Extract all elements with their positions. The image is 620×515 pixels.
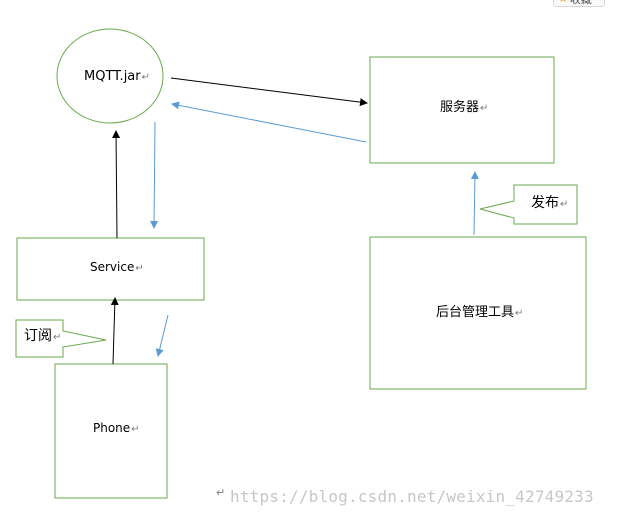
mqtt-label-text: MQTT.jar (84, 69, 141, 84)
server-label-text: 服务器 (440, 100, 480, 115)
service-label: Service↵ (90, 261, 144, 274)
star-icon: ★ (558, 0, 568, 5)
return-mark: ↵ (216, 486, 226, 499)
arrow-mqtt-to-server (170, 77, 368, 107)
mqtt-label: MQTT.jar↵ (84, 70, 150, 83)
arrow-service-to-phone (155, 314, 169, 357)
return-mark: ↵ (131, 424, 140, 435)
return-mark: ↵ (141, 72, 151, 83)
phone-label-text: Phone (93, 421, 131, 435)
admin-tool-label: 后台管理工具↵ (436, 306, 523, 319)
watermark-url: https://blog.csdn.net/weixin_42749233 (230, 487, 594, 506)
arrow-admin-to-server (470, 171, 479, 236)
server-node (369, 56, 555, 164)
return-mark: ↵ (135, 263, 144, 274)
publish-label-text: 发布 (531, 195, 559, 211)
service-label-text: Service (90, 260, 135, 274)
favorite-button[interactable]: ★ 收藏 (553, 0, 605, 7)
admin-tool-node (369, 236, 587, 390)
subscribe-label-text: 订阅 (24, 328, 52, 344)
return-mark: ↵ (53, 332, 62, 343)
arrow-mqtt-to-service (150, 121, 159, 229)
publish-label: 发布↵ (531, 196, 568, 210)
return-mark: ↵ (480, 103, 489, 114)
mqtt-node (56, 28, 164, 124)
admin-tool-label-text: 后台管理工具 (436, 305, 515, 320)
return-mark: ↵ (515, 308, 524, 319)
subscribe-label: 订阅↵ (24, 329, 61, 343)
subscribe-callout (15, 319, 107, 358)
publish-callout (479, 184, 578, 225)
service-node (16, 237, 205, 301)
favorite-label: 收藏 (570, 0, 592, 7)
arrow-service-to-mqtt (112, 130, 121, 239)
arrow-phone-to-service (110, 297, 119, 365)
arrow-server-to-mqtt (171, 101, 367, 143)
return-mark: ↵ (560, 199, 569, 210)
phone-node (54, 363, 168, 499)
phone-label: Phone↵ (93, 422, 140, 435)
server-label: 服务器↵ (440, 101, 488, 114)
